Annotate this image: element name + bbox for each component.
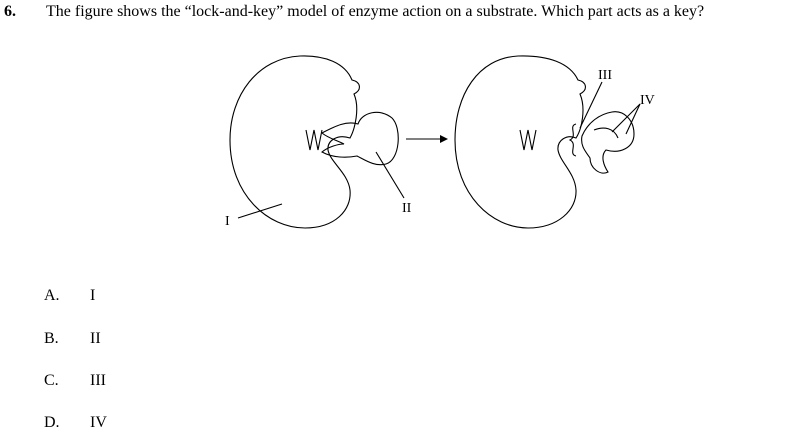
option-b-letter: B. — [44, 330, 59, 347]
option-c-letter: C. — [44, 372, 59, 389]
option-b[interactable]: B. II — [44, 330, 101, 348]
option-d-letter: D. — [44, 414, 60, 431]
label-IV: IV — [640, 93, 655, 108]
right-substrate-outline — [581, 111, 635, 174]
option-c[interactable]: C. III — [44, 372, 106, 390]
option-b-text: II — [90, 330, 101, 347]
option-d-text: IV — [90, 414, 107, 431]
label-III: III — [598, 68, 612, 83]
left-substrate-outline — [321, 111, 399, 166]
left-enzyme-outline — [229, 55, 360, 229]
label-I: I — [225, 214, 230, 229]
option-c-text: III — [90, 372, 106, 389]
label-II: II — [402, 201, 412, 216]
question-text: The figure shows the “lock-and-key” mode… — [46, 3, 705, 20]
option-a[interactable]: A. I — [44, 287, 95, 305]
enzyme-diagram: I II III IV — [220, 50, 680, 240]
right-enzyme-outline — [454, 55, 586, 229]
option-d[interactable]: D. IV — [44, 414, 107, 432]
question-number: 6. — [4, 3, 16, 20]
option-a-letter: A. — [44, 287, 60, 304]
option-a-text: I — [90, 287, 96, 304]
